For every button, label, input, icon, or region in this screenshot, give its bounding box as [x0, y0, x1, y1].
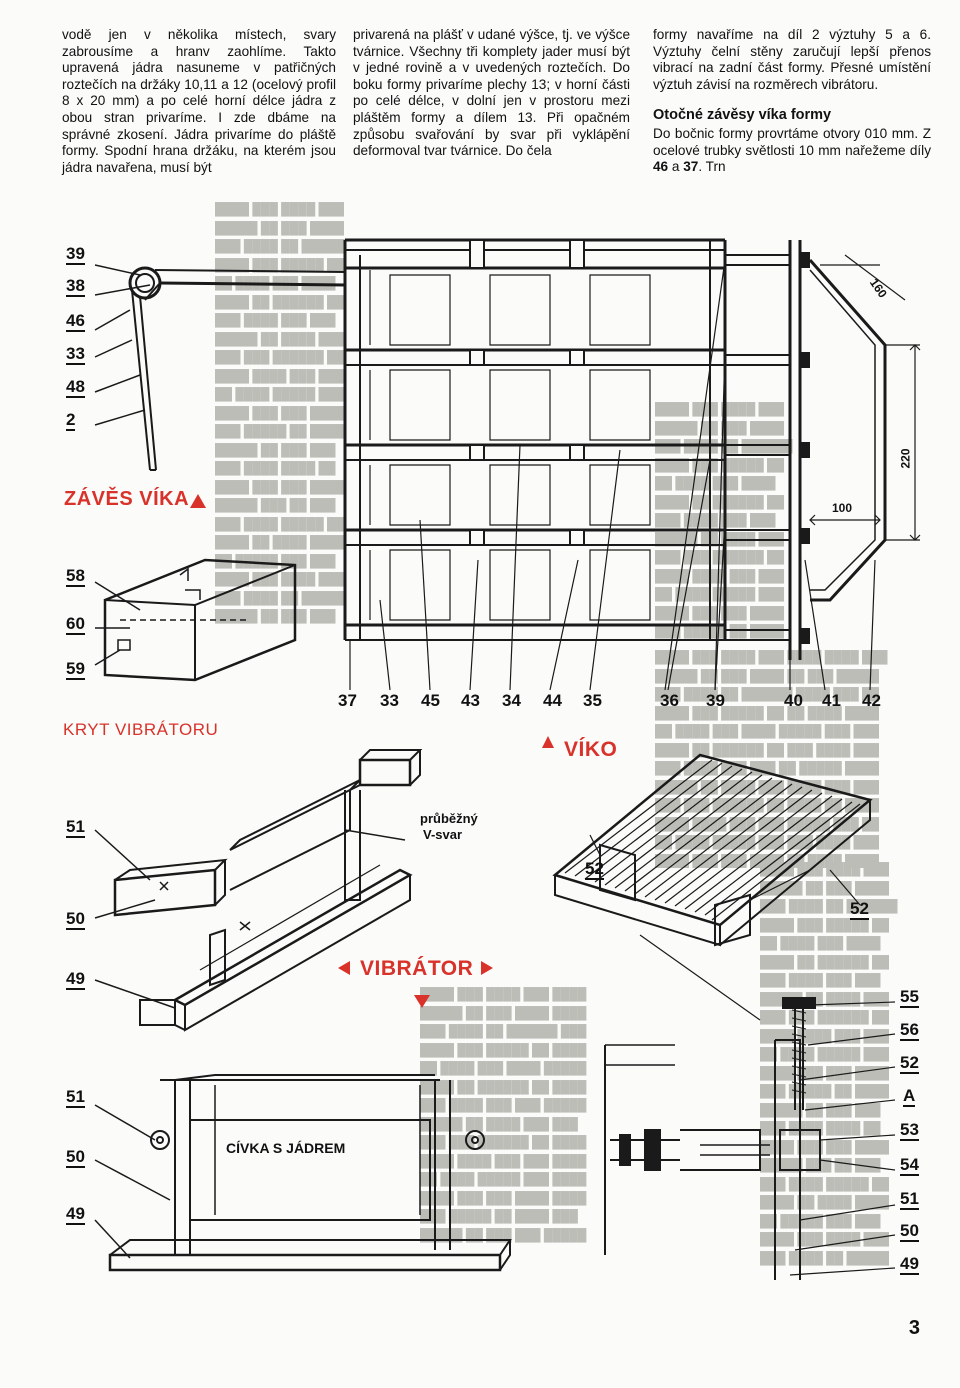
part-number: A — [903, 1086, 916, 1107]
part-number: 52 — [850, 899, 869, 920]
part-number: 51 — [900, 1189, 919, 1210]
part-number: 38 — [66, 276, 85, 297]
hinge-title: ZÁVĚS VÍKA — [64, 488, 190, 510]
part-number: 59 — [66, 659, 85, 680]
part-number: 40 — [784, 691, 803, 710]
part-number: 2 — [66, 410, 76, 431]
mold-side-view — [664, 240, 921, 691]
part-number: 35 — [583, 691, 602, 710]
part-number: 39 — [66, 244, 85, 265]
body-text: formy navaříme na díl 2 výztuhy 5 a 6. V… — [653, 27, 931, 92]
part-number: 39 — [706, 691, 725, 710]
triangle-icon — [190, 494, 206, 508]
part-number: 48 — [66, 377, 85, 398]
part-number: 51 — [66, 1087, 85, 1108]
part-number: 49 — [900, 1254, 919, 1275]
part-number: 43 — [461, 691, 480, 710]
cover-drawing — [94, 558, 297, 682]
triangle-icon — [542, 736, 554, 748]
part-number: 60 — [66, 614, 85, 635]
weld-label-1: průběžný — [420, 811, 478, 826]
part-number: 52 — [585, 859, 604, 880]
dimension-label: 100 — [832, 501, 853, 515]
part-number: 49 — [66, 1204, 85, 1225]
cover-title: KRYT VIBRÁTORU — [63, 720, 219, 739]
part-number: 50 — [66, 1147, 85, 1168]
ghost-text-area: ████ ███ ████ ████████ ██ ███ ███████ ██… — [760, 862, 898, 1265]
coil-label: CÍVKA S JÁDREM — [226, 1140, 346, 1156]
page-number: 3 — [908, 1317, 920, 1339]
hinge-section — [604, 997, 896, 1280]
vibrator-title: VIBRÁTOR — [360, 957, 474, 980]
part-number: 42 — [862, 691, 881, 710]
section-heading: Otočné závěsy víka formy — [653, 107, 832, 124]
part-number: 51 — [66, 817, 85, 838]
body-text: privarená na plášť v udané výšce, tj. ve… — [353, 27, 630, 159]
part-number: 50 — [66, 909, 85, 930]
hinge-drawing — [94, 264, 346, 471]
part-number: 34 — [502, 691, 521, 710]
part-number: 36 — [660, 691, 679, 710]
part-number: 54 — [900, 1155, 919, 1176]
triangle-icon — [414, 995, 430, 1008]
part-number: 41 — [822, 691, 841, 710]
part-number: 44 — [543, 691, 562, 710]
lid-title: VÍKO — [564, 738, 618, 761]
triangle-icon — [481, 961, 493, 975]
part-number: 50 — [900, 1221, 919, 1242]
part-number: 55 — [900, 987, 919, 1008]
ghost-text-area: ████ ███ ████ ███ █████████ ██ ███ ████ … — [420, 987, 587, 1242]
mold-plan — [343, 238, 727, 691]
text-column-3: formy navaříme na díl 2 výztuhy 5 a 6. V… — [653, 27, 931, 176]
part-number: 58 — [66, 566, 85, 587]
dimension-label: 220 — [898, 448, 913, 469]
body-text: vodě jen v několika místech, svary zabro… — [62, 27, 336, 175]
part-number: 53 — [900, 1120, 919, 1141]
body-text: Do bočnic formy provrtáme otvory 010 mm.… — [653, 125, 931, 175]
part-number: 56 — [900, 1020, 919, 1041]
lid-drawing — [552, 753, 873, 1021]
text-column-1: vodě jen v několika místech, svary zabro… — [62, 27, 336, 176]
part-number: 52 — [900, 1053, 919, 1074]
part-number: 49 — [66, 969, 85, 990]
weld-label-2: V-svar — [423, 827, 463, 842]
part-number: 46 — [66, 311, 85, 332]
part-number: 33 — [380, 691, 399, 710]
ghost-text-area: ████ ███ ████ ████████ ██ ███ ███████ ██… — [215, 202, 345, 623]
coil-drawing — [94, 1074, 512, 1272]
part-number: 33 — [66, 344, 85, 365]
vibrator-bracket — [94, 749, 423, 1032]
part-number: 37 — [338, 691, 357, 710]
ghost-text-area: ████ ███ ████ ████████ ██ ███ ███████ ██… — [655, 402, 793, 638]
triangle-icon — [338, 961, 350, 975]
part-number: 45 — [421, 691, 440, 710]
text-column-2: privarená na plášť v udané výšce, tj. ve… — [353, 27, 630, 160]
